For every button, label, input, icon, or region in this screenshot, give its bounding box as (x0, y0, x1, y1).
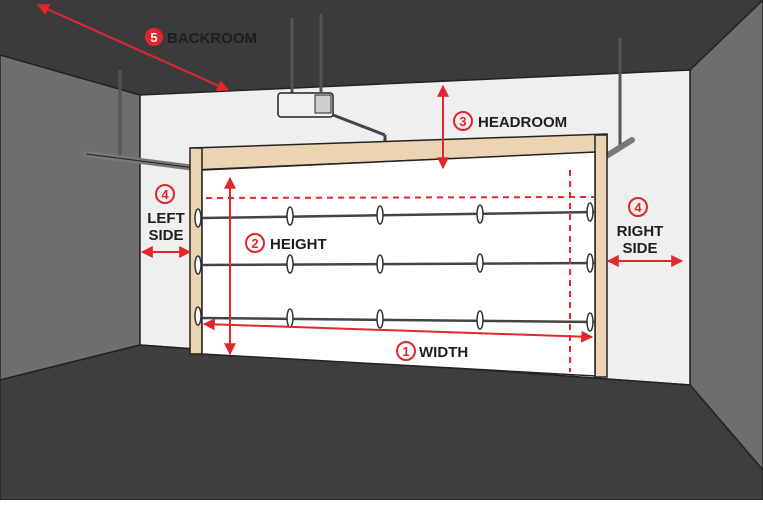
backroom-measure-line (36, 3, 230, 92)
right-side-number-badge (628, 197, 648, 217)
headroom-number-badge (453, 111, 473, 131)
width-text: WIDTH (419, 344, 468, 361)
door-handle-slot (586, 202, 594, 222)
right-side-number: 4 (634, 200, 642, 215)
door-handle-slot (194, 208, 202, 228)
door-handle-slot (376, 205, 384, 225)
door-handle-slot (476, 253, 484, 273)
backroom-text: BACKROOM (167, 30, 257, 47)
door-handle-slot (376, 254, 384, 274)
label-headroom: 3 HEADROOM (453, 111, 567, 131)
width-number: 1 (402, 344, 409, 359)
width-number-badge (396, 341, 416, 361)
height-number: 2 (251, 236, 258, 251)
left-side-line2: SIDE (148, 227, 183, 244)
floor (0, 344, 763, 501)
headroom-text: HEADROOM (478, 114, 567, 131)
headroom-number: 3 (459, 114, 466, 129)
door-handle-slot (586, 312, 594, 332)
door-handle-slot (376, 309, 384, 329)
right-side-line2: SIDE (622, 240, 657, 257)
door-handle-slot (286, 206, 294, 226)
left-side-number: 4 (161, 187, 169, 202)
right-side-line1: RIGHT (617, 223, 664, 240)
left-side-number-badge (155, 184, 175, 204)
height-number-badge (245, 233, 265, 253)
door-handle-slot (286, 308, 294, 328)
width-measure-line (202, 318, 594, 343)
backroom-number-badge (145, 28, 163, 46)
left-track-arm (83, 151, 198, 171)
label-backroom: 5 BACKROOM (145, 28, 257, 47)
label-right-side: 4 RIGHT SIDE (617, 197, 664, 257)
left-side-line1: LEFT (147, 210, 185, 227)
opening-dashed-lines (205, 170, 595, 372)
label-height: 2 HEIGHT (245, 233, 327, 253)
label-width: 1 WIDTH (396, 341, 468, 361)
door-handle-slot (476, 310, 484, 330)
door-handle-slot (286, 254, 294, 274)
right-jamb (594, 134, 608, 378)
door-handle-slot (194, 306, 202, 326)
door-handle-slot (586, 253, 594, 273)
door-handle-slot (476, 204, 484, 224)
backroom-number: 5 (150, 30, 157, 45)
label-left-side: 4 LEFT SIDE (147, 184, 185, 244)
door-handle-slot (194, 255, 202, 275)
height-text: HEIGHT (270, 236, 327, 253)
